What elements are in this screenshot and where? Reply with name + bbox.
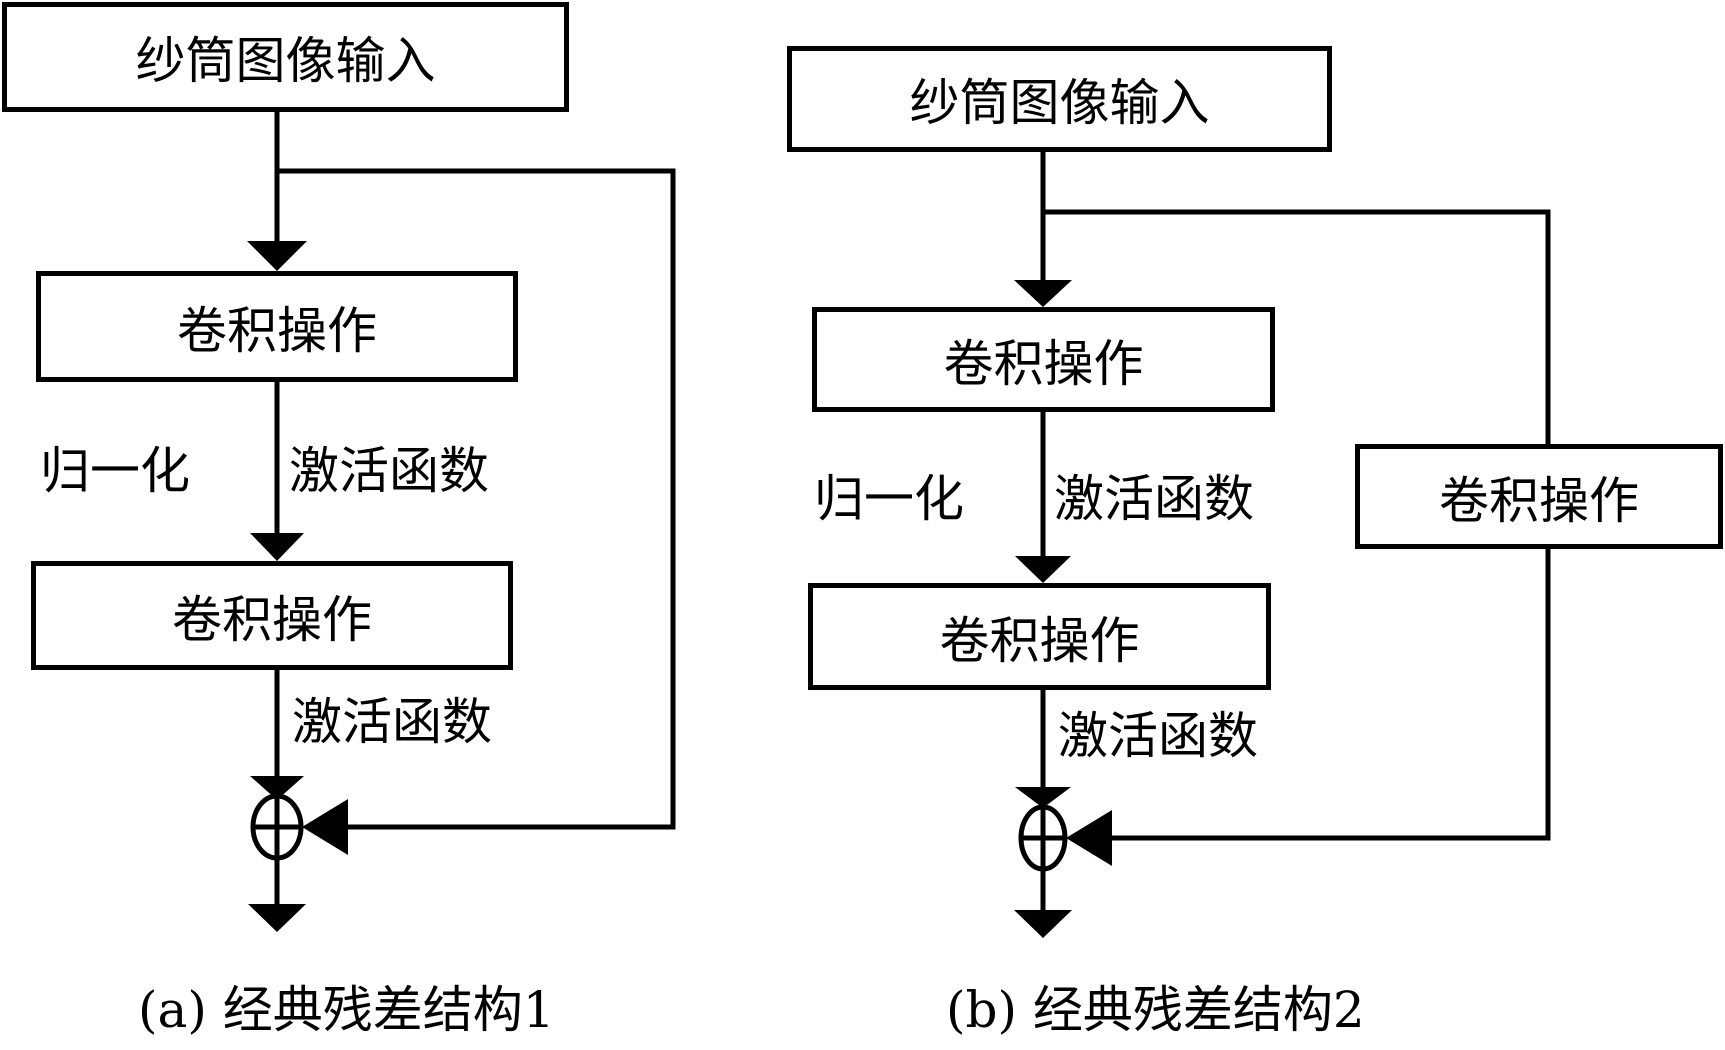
b-conv1-label: 卷积操作 <box>943 334 1144 393</box>
b-norm-label: 归一化 <box>814 470 964 528</box>
b-arrow-left-icon <box>1066 810 1112 866</box>
a-conv1-label: 卷积操作 <box>177 301 377 360</box>
a-skip-connection <box>277 168 676 830</box>
a-act2-label: 激活函数 <box>292 693 492 751</box>
a-norm-label: 归一化 <box>40 442 190 500</box>
b-arrow-down-icon <box>1014 280 1072 307</box>
a-conv2-label: 卷积操作 <box>172 590 372 649</box>
b-conv2-label: 卷积操作 <box>939 611 1140 670</box>
b-conv2-box: 卷积操作 <box>808 583 1271 690</box>
a-arrow-down-icon <box>250 533 304 561</box>
b-input-label: 纱筒图像输入 <box>909 74 1210 132</box>
b-shortcut-line-top <box>1043 209 1551 446</box>
b-caption: (b) 经典残差结构2 <box>946 981 1365 1039</box>
b-act2-label: 激活函数 <box>1058 707 1258 765</box>
b-shortcut-conv-box: 卷积操作 <box>1355 444 1723 549</box>
b-input-box: 纱筒图像输入 <box>787 46 1332 152</box>
a-conv1-box: 卷积操作 <box>36 271 518 382</box>
a-caption: (a) 经典残差结构1 <box>138 981 555 1039</box>
a-act1-label: 激活函数 <box>289 442 489 500</box>
a-arrow-left-icon <box>302 799 348 855</box>
b-arrow-down-icon <box>1014 910 1072 938</box>
a-input-box: 纱筒图像输入 <box>2 2 569 112</box>
a-input-label: 纱筒图像输入 <box>135 32 436 90</box>
a-arrow-down-icon <box>250 776 304 800</box>
a-conv2-box: 卷积操作 <box>31 561 513 670</box>
b-arrow-down-icon <box>1015 787 1071 808</box>
b-shortcut-conv-label: 卷积操作 <box>1439 471 1639 530</box>
a-arrow-down-icon <box>247 241 307 271</box>
a-arrow-down-icon <box>248 904 306 932</box>
b-act1-label: 激活函数 <box>1054 470 1254 528</box>
b-arrow-down-icon <box>1015 556 1071 583</box>
b-conv1-box: 卷积操作 <box>812 307 1275 412</box>
b-shortcut-line-bottom <box>1112 548 1551 841</box>
